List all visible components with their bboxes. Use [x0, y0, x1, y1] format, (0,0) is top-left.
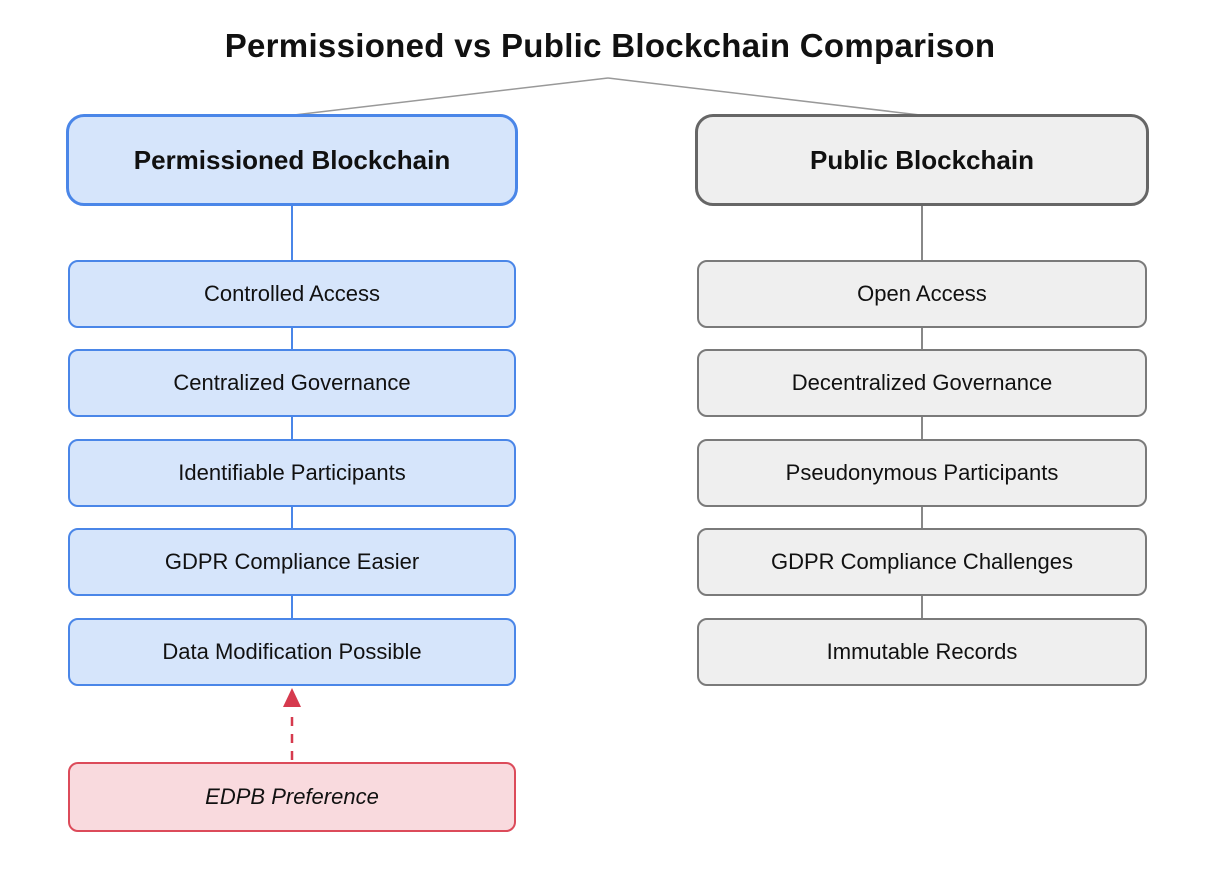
node-identifiable-participants: Identifiable Participants: [68, 439, 516, 507]
node-controlled-access: Controlled Access: [68, 260, 516, 328]
node-label: Decentralized Governance: [791, 370, 1053, 395]
node-label: Centralized Governance: [173, 370, 411, 395]
node-centralized-governance: Centralized Governance: [68, 349, 516, 417]
node-gdpr-compliance-easier: GDPR Compliance Easier: [68, 528, 516, 596]
node-label: Identifiable Participants: [178, 460, 406, 485]
node-label: Pseudonymous Participants: [785, 460, 1059, 485]
node-label: Permissioned Blockchain: [133, 144, 451, 175]
node-label: Open Access: [857, 281, 987, 306]
node-label: GDPR Compliance Challenges: [770, 549, 1074, 574]
node-immutable-records: Immutable Records: [697, 618, 1147, 686]
node-label: EDPB Preference: [205, 784, 379, 809]
node-label: Controlled Access: [203, 281, 381, 306]
node-data-modification-possible: Data Modification Possible: [68, 618, 516, 686]
node-edpb-preference-annotation: EDPB Preference: [68, 762, 516, 832]
edpb-arrow-head: [283, 688, 301, 707]
node-label: GDPR Compliance Easier: [164, 549, 420, 574]
node-public-blockchain-header: Public Blockchain: [695, 114, 1149, 206]
diagram-title: Permissioned vs Public Blockchain Compar…: [224, 27, 996, 64]
node-label: Public Blockchain: [810, 144, 1034, 175]
node-permissioned-blockchain-header: Permissioned Blockchain: [66, 114, 518, 206]
node-pseudonymous-participants: Pseudonymous Participants: [697, 439, 1147, 507]
node-gdpr-compliance-challenges: GDPR Compliance Challenges: [697, 528, 1147, 596]
tree-connector-left-line: [293, 77, 609, 116]
tree-connector-right-line: [607, 77, 921, 116]
node-label: Immutable Records: [826, 639, 1018, 664]
node-open-access: Open Access: [697, 260, 1147, 328]
node-label: Data Modification Possible: [162, 639, 422, 664]
node-decentralized-governance: Decentralized Governance: [697, 349, 1147, 417]
